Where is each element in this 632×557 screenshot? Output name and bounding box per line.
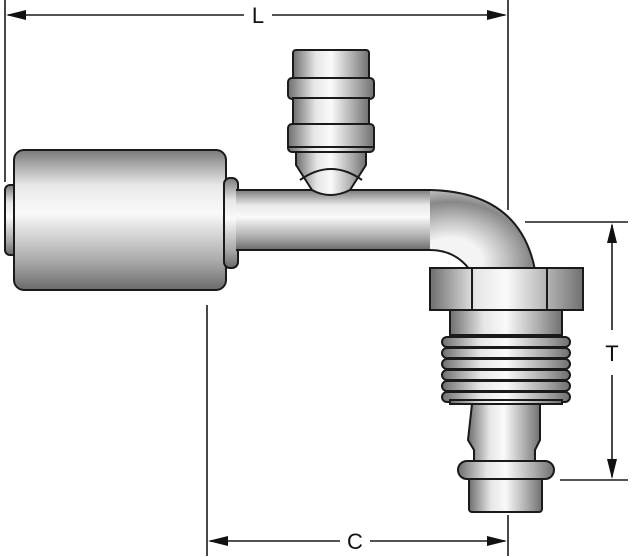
hex-nut (429, 267, 584, 311)
service-port (287, 49, 375, 196)
label-t: T (605, 341, 618, 366)
bent-tube (236, 189, 536, 271)
arrow-left-icon (208, 536, 228, 546)
dimension-t: T (525, 221, 628, 481)
arrow-right-icon (487, 536, 507, 546)
arrow-left-icon (6, 10, 26, 20)
label-c: C (347, 529, 363, 554)
dimension-c: C (206, 305, 509, 556)
label-l: L (252, 3, 264, 28)
threaded-body (441, 309, 571, 405)
hose-ferrule (4, 149, 239, 291)
bottom-stem (457, 403, 555, 513)
arrow-up-icon (607, 223, 617, 243)
arrow-down-icon (607, 459, 617, 479)
arrow-right-icon (487, 10, 507, 20)
dimension-l: L (4, 0, 509, 210)
